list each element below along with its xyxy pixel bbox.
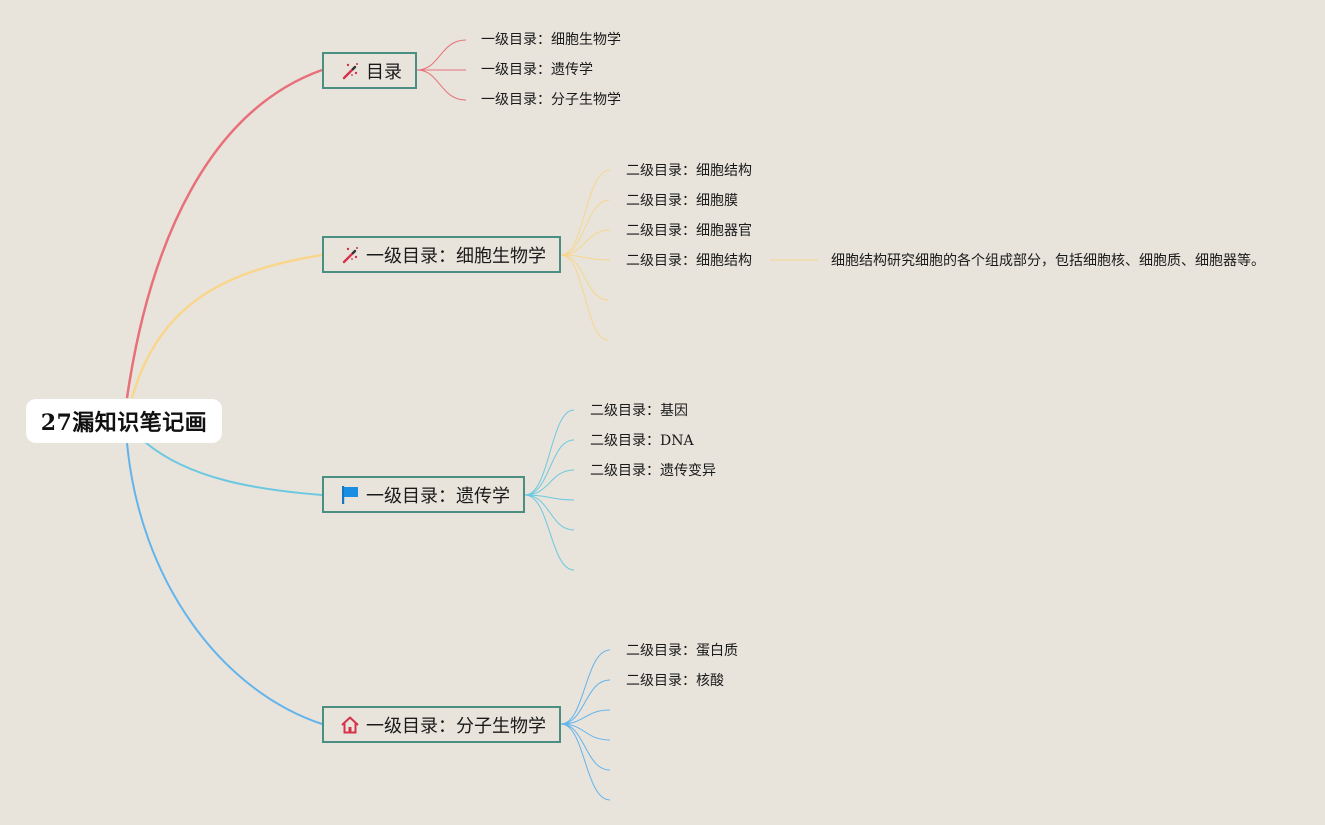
- leaf-genetic-variation[interactable]: 二级目录：遗传变异: [590, 463, 716, 479]
- leaf-cell-structure[interactable]: 二级目录：细胞结构: [626, 163, 752, 179]
- topic-toc[interactable]: 目录: [322, 52, 417, 89]
- leaf-cell-structure-note[interactable]: 细胞结构研究细胞的各个组成部分，包括细胞核、细胞质、细胞器等。: [831, 253, 1265, 269]
- topic-genetics[interactable]: 一级目录：遗传学: [322, 476, 525, 513]
- flag-icon: [340, 485, 360, 505]
- branch-root-to-molecular-biology: [126, 442, 323, 725]
- leaf-cell-membrane[interactable]: 二级目录：细胞膜: [626, 193, 738, 209]
- root-topic[interactable]: 27漏知识笔记画: [26, 399, 222, 443]
- leaf-toc-genetics[interactable]: 一级目录：遗传学: [481, 62, 593, 78]
- branch-root-to-genetics: [144, 441, 323, 496]
- cell-biology-child-lines: [560, 169, 818, 341]
- topic-molecular-biology[interactable]: 一级目录：分子生物学: [322, 706, 561, 743]
- leaf-protein[interactable]: 二级目录：蛋白质: [626, 643, 738, 659]
- topic-cell-biology[interactable]: 一级目录：细胞生物学: [322, 236, 561, 273]
- magic-wand-icon: [340, 61, 360, 81]
- branch-root-to-cell-biology: [130, 253, 323, 399]
- branch-root-to-toc: [125, 68, 323, 399]
- leaf-gene[interactable]: 二级目录：基因: [590, 403, 688, 419]
- leaf-nucleic-acid[interactable]: 二级目录：核酸: [626, 673, 724, 689]
- leaf-cell-organelle[interactable]: 二级目录：细胞器官: [626, 223, 752, 239]
- topic-label: 目录: [366, 61, 402, 83]
- leaf-cell-structure-detail[interactable]: 二级目录：细胞结构: [626, 253, 752, 269]
- genetics-child-lines: [524, 409, 575, 571]
- magic-wand-icon: [340, 245, 360, 265]
- toc-child-lines: [416, 39, 467, 101]
- leaf-toc-cell-biology[interactable]: 一级目录：细胞生物学: [481, 32, 621, 48]
- topic-label: 一级目录：分子生物学: [366, 715, 546, 737]
- molecular-biology-child-lines: [560, 649, 611, 801]
- leaf-toc-molecular-biology[interactable]: 一级目录：分子生物学: [481, 92, 621, 108]
- home-icon: [340, 715, 360, 735]
- topic-label: 一级目录：细胞生物学: [366, 245, 546, 267]
- leaf-dna[interactable]: 二级目录：DNA: [590, 433, 694, 449]
- topic-label: 一级目录：遗传学: [366, 485, 510, 507]
